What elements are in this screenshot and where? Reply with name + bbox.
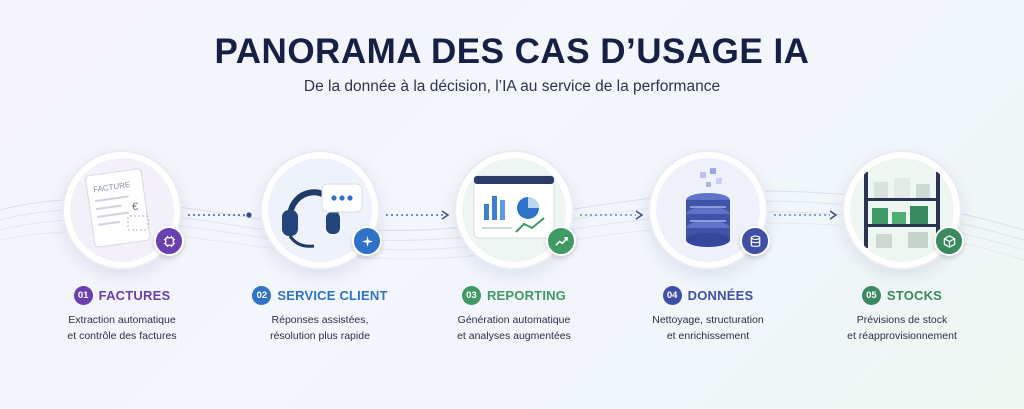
- step-label: SERVICE CLIENT: [277, 288, 388, 303]
- step-disc: [842, 150, 964, 270]
- step-disc: [454, 150, 576, 270]
- page-title: PANORAMA DES CAS D’USAGE IA: [214, 32, 810, 71]
- page-subtitle: De la donnée à la décision, l’IA au serv…: [303, 78, 721, 95]
- shelves-icon: [864, 172, 940, 248]
- step-donnees: 04 DONNÉES Nettoyage, structuration et e…: [608, 150, 808, 350]
- step-service-client: 02 SERVICE CLIENT Réponses assistées, ré…: [220, 150, 420, 350]
- step-reporting: 03 REPORTING Génération automatique et a…: [414, 150, 614, 350]
- headset-icon: [282, 183, 363, 248]
- step-number: 03: [461, 286, 481, 305]
- step-description: Génération automatique et analyses augme…: [457, 314, 571, 342]
- step-number: 05: [861, 286, 881, 305]
- step-disc: [260, 150, 382, 270]
- step-disc: [648, 150, 770, 270]
- box-icon: [934, 226, 964, 256]
- database-small-icon: [740, 226, 770, 256]
- connector-arrow: [580, 210, 644, 220]
- step-description: Prévisions de stock et réapprovisionneme…: [847, 314, 957, 342]
- step-description: Extraction automatique et contrôle des f…: [67, 314, 177, 342]
- step-description: Réponses assistées, résolution plus rapi…: [270, 314, 370, 342]
- database-icon: [686, 168, 730, 247]
- connector-arrow: [774, 210, 838, 220]
- step-number: 01: [73, 286, 93, 305]
- step-description: Nettoyage, structuration et enrichisseme…: [652, 314, 764, 342]
- step-number: 04: [662, 286, 682, 305]
- dashboard-icon: [473, 175, 555, 239]
- step-disc: FACTURE €: [62, 150, 184, 270]
- step-number: 02: [252, 286, 272, 305]
- step-label: DONNÉES: [687, 288, 754, 303]
- trend-icon: [546, 226, 576, 256]
- sparkle-icon: [352, 226, 382, 256]
- connector-arrow: [386, 210, 450, 220]
- step-factures: FACTURE € 01 FACTURES Extraction automat…: [22, 150, 222, 350]
- step-label: STOCKS: [886, 288, 943, 303]
- currency-symbol: €: [132, 201, 138, 213]
- step-label: REPORTING: [486, 288, 567, 303]
- step-label: FACTURES: [98, 288, 171, 303]
- step-stocks: 05 STOCKS Prévisions de stock et réappro…: [802, 150, 1002, 350]
- connector-arrow: [188, 212, 252, 218]
- invoice-icon: FACTURE €: [85, 168, 151, 248]
- chip-icon: [154, 226, 184, 256]
